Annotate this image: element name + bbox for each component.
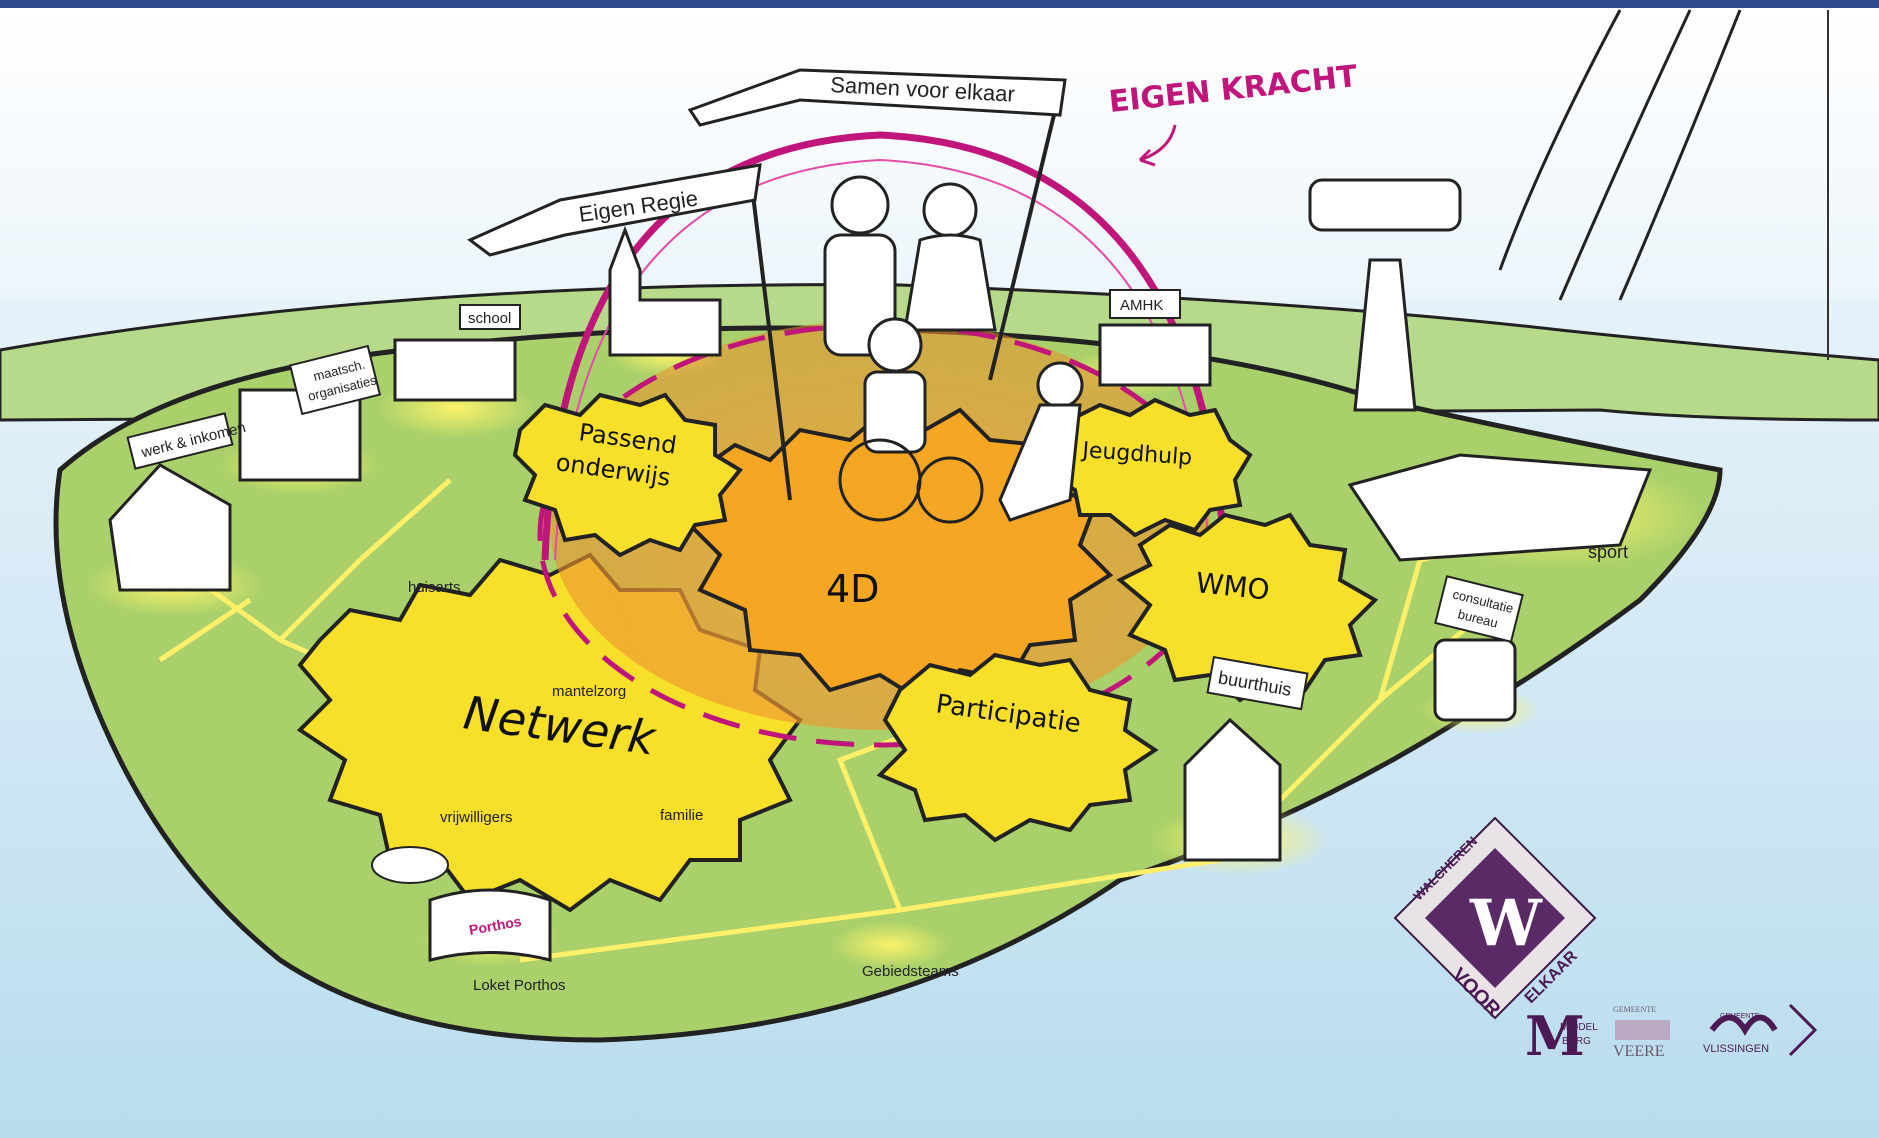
sports-field	[1347, 453, 1653, 562]
gear-wmo-label: WMO	[1194, 566, 1271, 607]
sign-consultatie: consultatie bureau	[1434, 575, 1524, 643]
logo-w-letter: W	[1469, 886, 1543, 961]
label-vrijwilligers: vrijwilligers	[440, 809, 513, 826]
logo-walcheren-voor-elkaar: W WALCHEREN VOOR ELKAAR	[1393, 816, 1597, 1021]
logo-veere-name: VEERE	[1613, 1043, 1665, 1060]
sign-amhk-text: AMHK	[1120, 297, 1163, 314]
logo-middelburg-line1: MIDDEL	[1560, 1022, 1598, 1033]
loket-desk	[428, 888, 552, 962]
logo-vlissingen-name: VLISSINGEN	[1703, 1043, 1769, 1055]
gear-passend-onderwijs	[512, 392, 743, 558]
label-sport: sport	[1588, 542, 1628, 562]
banner-samen-voor-elkaar: Samen voor elkaar	[687, 68, 1067, 127]
label-huisarts: huisarts	[408, 579, 461, 596]
label-loket-porthos: Loket Porthos	[473, 977, 566, 994]
building-consultatie	[1433, 638, 1517, 722]
sign-werk: werk & inkomen	[126, 412, 247, 470]
building-amhk	[1098, 323, 1212, 387]
sign-maatsch: maatsch. organisaties	[288, 344, 382, 416]
label-gebiedsteams: Gebiedsteams	[862, 963, 959, 980]
logo-middelburg-letter: M	[1525, 1004, 1585, 1068]
church	[608, 225, 722, 357]
gear-4d-label: 4D	[826, 567, 879, 611]
house-werk	[108, 463, 232, 592]
chevron-right-icon	[1788, 1003, 1818, 1057]
gear-jeugdhulp	[1047, 397, 1253, 538]
building-school	[393, 338, 517, 402]
sign-school-text: school	[468, 310, 511, 327]
label-familie: familie	[660, 807, 703, 824]
logo-veere-mark	[1615, 1020, 1670, 1040]
lighthouse	[1353, 258, 1417, 412]
wind-arrows	[1498, 9, 1742, 301]
gear-wmo	[1116, 512, 1379, 703]
logo-veere-top: GEMEENTE	[1613, 1005, 1656, 1014]
building-buurthuis	[1183, 717, 1282, 862]
logo-vlissingen-wave	[1709, 1014, 1778, 1036]
logo-middelburg: M MIDDEL BURG	[1525, 1004, 1598, 1068]
sign-amhk: AMHK	[1109, 289, 1181, 319]
speech-bubble	[371, 846, 449, 884]
logo-vlissingen: GEMEENTE VLISSINGEN	[1703, 1013, 1778, 1055]
next-slide-button[interactable]	[1780, 995, 1820, 1065]
logo-veere: GEMEENTE VEERE	[1613, 1005, 1670, 1060]
gear-participatie	[876, 652, 1159, 843]
banner-poles	[748, 89, 1062, 501]
sign-buurthuis: buurthuis	[1206, 655, 1309, 711]
logo-vlissingen-top: GEMEENTE	[1720, 1013, 1760, 1020]
logo-inner	[1425, 848, 1565, 988]
logo-middelburg-line2: BURG	[1562, 1036, 1591, 1047]
label-mantelzorg: mantelzorg	[552, 683, 626, 700]
sign-school: school	[459, 304, 521, 330]
family-figures	[823, 175, 1084, 524]
lighthouse-top	[1308, 178, 1462, 232]
top-bar	[0, 0, 1879, 8]
